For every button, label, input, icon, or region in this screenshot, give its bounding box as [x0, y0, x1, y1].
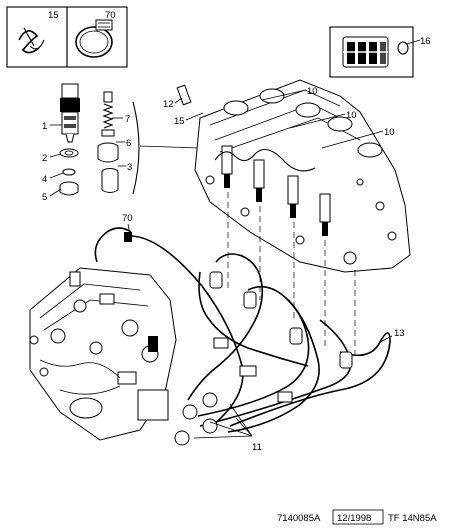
callout-2: 2	[42, 153, 47, 164]
inset-box-16: 16	[329, 26, 431, 78]
pipe-nuts-bottom	[174, 392, 218, 446]
pipe-nuts-top	[209, 271, 353, 369]
callout-10c: 10	[384, 127, 395, 138]
head-callouts: 10 10 10	[261, 86, 395, 149]
callout-3: 3	[127, 162, 132, 173]
seal-ring-icon	[62, 168, 76, 176]
nozzle-icon	[101, 168, 119, 193]
callout-15-group: 15	[174, 112, 204, 127]
hose-clamp-icon	[75, 19, 113, 58]
nozzle-holder-icon	[97, 142, 119, 163]
callout-15: 15	[174, 116, 185, 127]
head-bolts	[205, 175, 397, 265]
return-hose: 70	[94, 213, 133, 263]
wire-clip-icon	[18, 27, 45, 54]
inset-box-70: 70	[66, 6, 128, 68]
injector-wells	[221, 145, 331, 236]
washer-icon	[59, 148, 79, 158]
callout-11: 11	[252, 442, 262, 453]
ref-code: 7140085A	[277, 513, 321, 524]
callout-5: 5	[42, 192, 47, 203]
part-callouts: 1 2 4 5 7 6 3	[42, 114, 132, 203]
callout-13: 13	[394, 328, 405, 339]
callout-10a: 10	[307, 86, 318, 97]
pipe-callouts: 11 13	[193, 328, 405, 453]
callout-6: 6	[126, 138, 131, 149]
injection-pipes	[131, 235, 391, 446]
callout-4: 4	[42, 174, 47, 185]
callout-1: 1	[42, 121, 47, 132]
ref-date: 12/1998	[337, 513, 371, 524]
callout-10b: 10	[346, 110, 357, 121]
injection-pump	[29, 267, 177, 441]
wiring-loom-icon	[342, 36, 409, 68]
callout-12: 12	[163, 99, 174, 110]
inset-70-label: 70	[105, 10, 116, 21]
inset-box-15: 15	[6, 6, 68, 68]
clip-12: 12	[163, 84, 192, 110]
reference-footer: 7140085A 12/1998 TF 14N85A	[277, 509, 437, 525]
heat-shield-icon	[59, 181, 79, 196]
callout-16: 16	[420, 36, 431, 47]
injector-spring-icon	[101, 91, 115, 137]
injector-icon	[60, 83, 80, 143]
cylinder-head	[194, 79, 411, 273]
callout-70: 70	[122, 213, 133, 224]
callout-7: 7	[125, 114, 130, 125]
inset-15-label: 15	[48, 10, 59, 21]
tf-code: TF 14N85A	[388, 513, 437, 524]
injector-assembly	[59, 83, 201, 196]
alignment-lines	[227, 192, 356, 360]
